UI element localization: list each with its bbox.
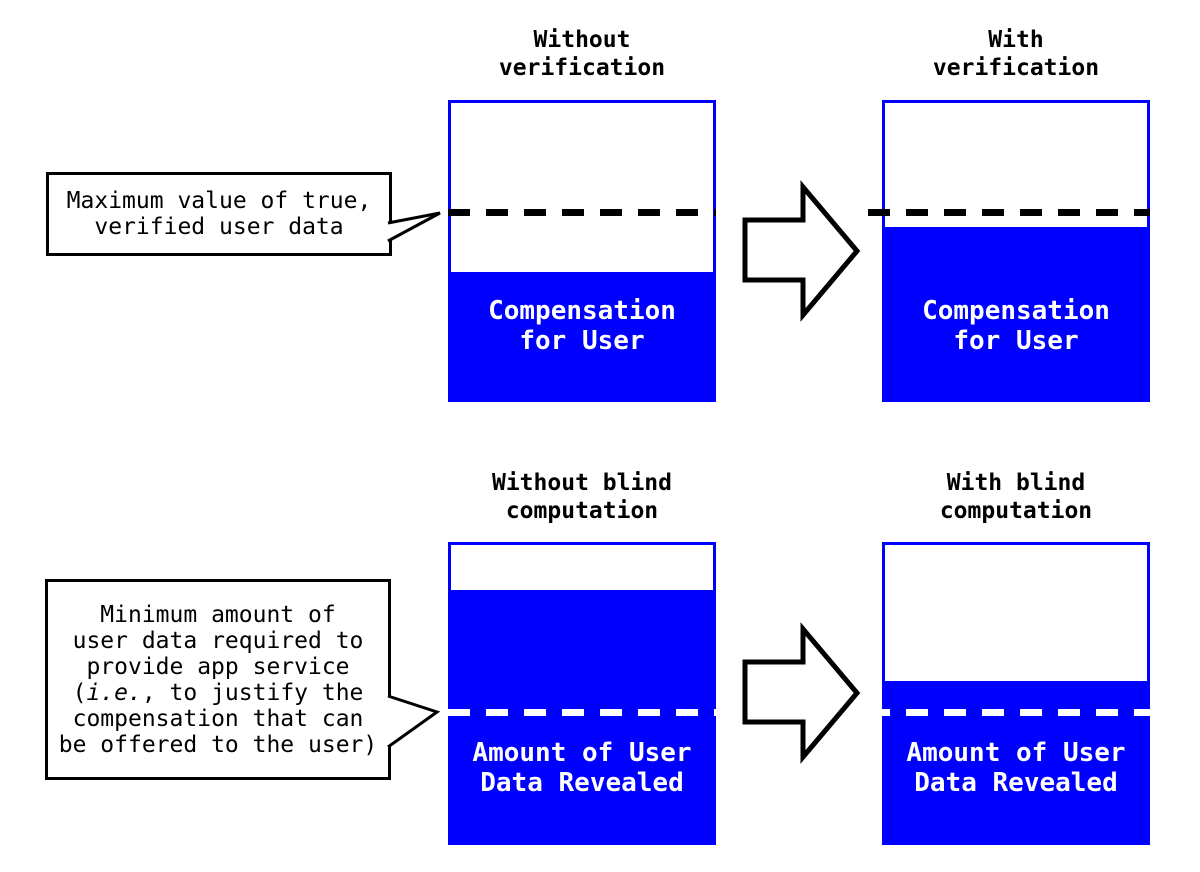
callout-text-line: (i.e., to justify the [73,680,364,706]
callout-text-line: user data required to [72,627,364,654]
title-with-verification: With verification [932,27,1100,81]
max-value-dash-line [448,209,716,216]
callout-min-data: Minimum amount of user data required to … [45,579,391,780]
max-value-dash-line [868,209,1150,216]
callout-text-line: be offered to the user) [58,731,378,758]
data-revealed-fill [885,681,1147,842]
bar-without-blind-computation: Amount of User Data Revealed [448,542,716,845]
title-without-verification: Without verification [498,27,666,81]
min-data-dash-line [868,709,1150,716]
callout-text-line: verified user data [94,214,344,240]
callout-tail [387,211,441,243]
callout-text-segment-italic: i.e. [86,679,142,706]
right-arrow-icon [742,180,861,322]
right-arrow-icon [742,622,861,764]
compensation-label: Compensation for User [922,296,1110,356]
callout-text-line: Minimum amount of [100,601,336,628]
bar-with-verification: Compensation for User [882,100,1150,402]
min-data-dash-line [448,709,716,716]
compensation-label: Compensation for User [488,296,676,356]
data-revealed-label: Amount of User Data Revealed [472,738,692,798]
callout-max-value: Maximum value of true, verified user dat… [46,172,392,256]
compensation-fill [451,272,713,399]
compensation-fill [885,227,1147,399]
title-without-blind-computation: Without blind computation [491,470,672,524]
data-revealed-fill [451,590,713,842]
callout-text-line: compensation that can [72,705,364,732]
bar-without-verification: Compensation for User [448,100,716,402]
callout-text-segment: ( [72,679,87,706]
title-with-blind-computation: With blind computation [939,470,1093,524]
bar-with-blind-computation: Amount of User Data Revealed [882,542,1150,845]
callout-text-segment: , to justify the [141,679,364,706]
data-revealed-label: Amount of User Data Revealed [906,738,1126,798]
callout-text-line: provide app service [86,653,350,680]
callout-tail [387,694,441,749]
callout-text-line: Maximum value of true, [66,188,372,214]
